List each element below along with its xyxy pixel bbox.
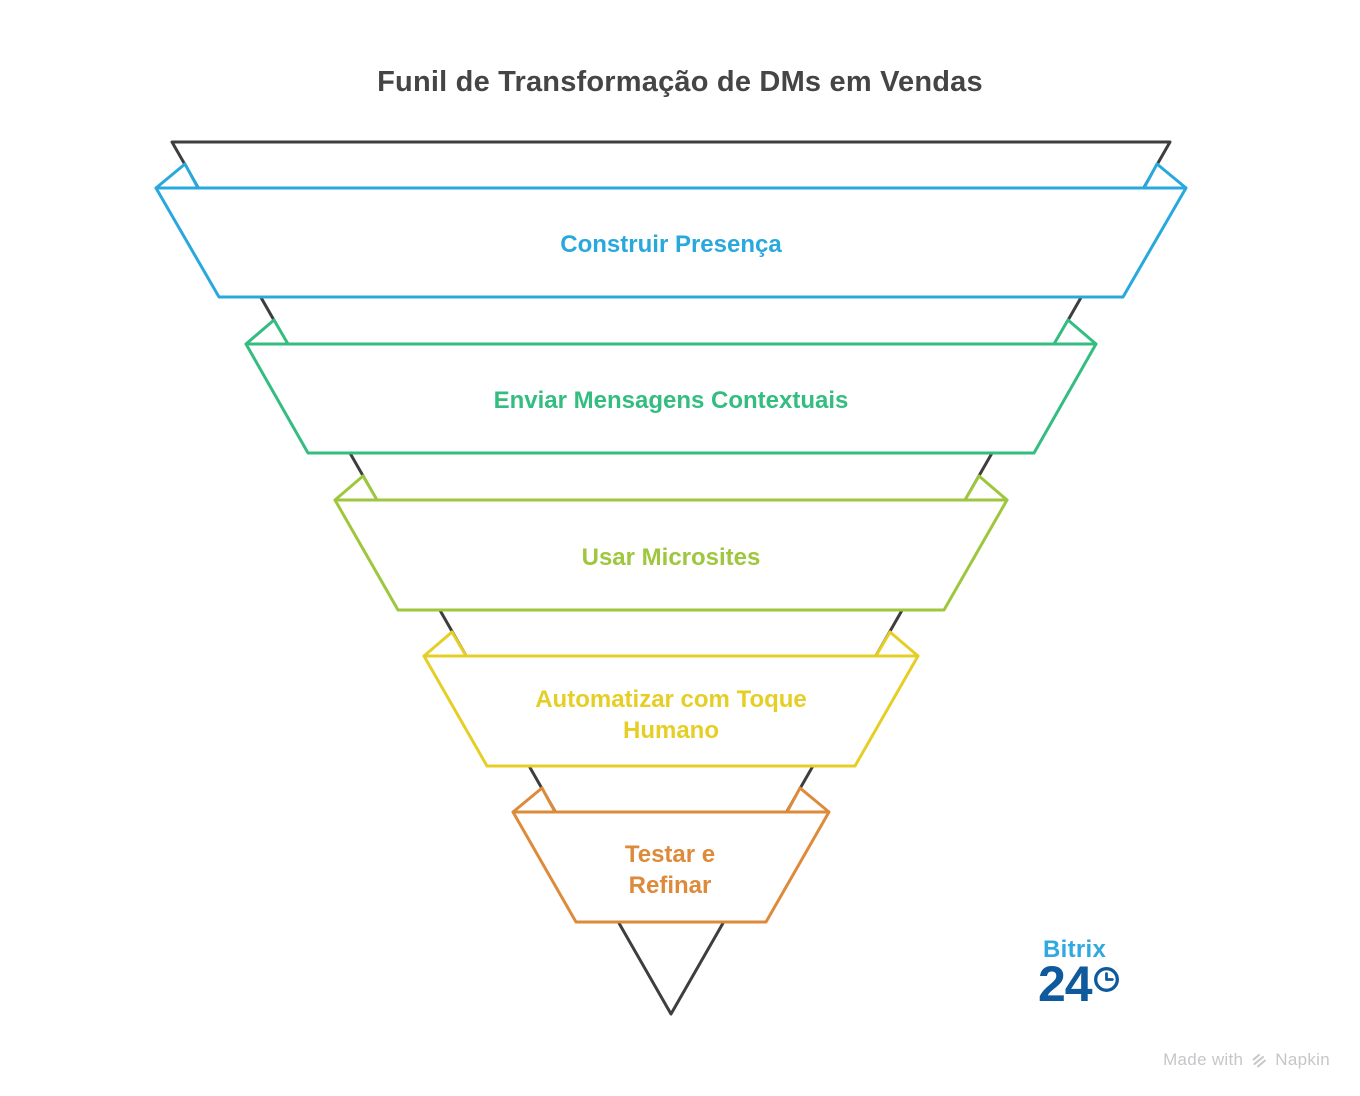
napkin-icon	[1252, 1054, 1267, 1068]
stage-3-label-line-1: Usar Microsites	[582, 544, 761, 571]
funnel-stage-1: Construir Presença	[154, 162, 1188, 299]
bitrix-24-number: 24	[1038, 956, 1093, 1012]
stage-5-label-line-1: Testar e	[625, 841, 715, 868]
funnel-stage-3: Usar Microsites	[333, 474, 1009, 612]
stage-1-label-line-1: Construir Presença	[560, 231, 782, 258]
stage-5-ribbon	[511, 810, 831, 924]
bitrix-number-row: 24	[1038, 956, 1120, 1012]
stage-2-label-line-1: Enviar Mensagens Contextuais	[494, 387, 849, 414]
stage-4-label-line-2: Humano	[623, 717, 719, 744]
stage-4-ribbon	[422, 654, 920, 768]
bitrix24-logo: Bitrix 24	[1038, 936, 1120, 1012]
watermark-prefix: Made with	[1163, 1050, 1244, 1069]
stage-2-ribbon	[244, 342, 1098, 455]
stage-1-ribbon	[154, 186, 1188, 299]
stage-5-label-line-2: Refinar	[629, 872, 712, 899]
stage-4-label-line-1: Automatizar com Toque	[535, 686, 807, 713]
funnel-stage-5: Testar e Refinar	[511, 786, 831, 924]
clock-icon	[1093, 967, 1119, 992]
stage-3-ribbon	[333, 498, 1009, 612]
bitrix-wordmark: Bitrix	[1043, 936, 1107, 963]
watermark-brand: Napkin	[1275, 1050, 1330, 1069]
page-title: Funil de Transformação de DMs em Vendas	[377, 66, 983, 98]
funnel-stage-2: Enviar Mensagens Contextuais	[244, 318, 1098, 455]
made-with-napkin-watermark: Made with Napkin	[1163, 1050, 1330, 1070]
